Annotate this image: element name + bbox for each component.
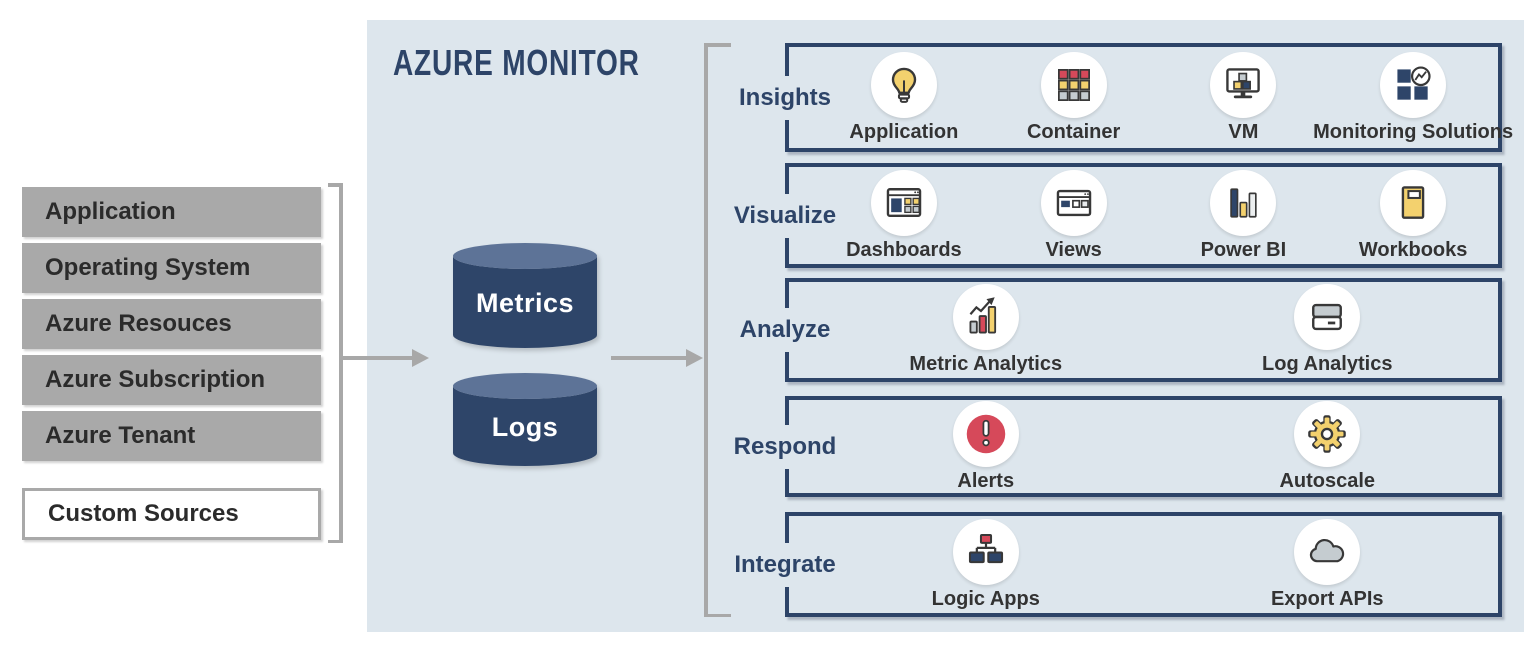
item-logic-apps: Logic Apps [815,518,1157,611]
source-label: Azure Resouces [45,310,232,337]
metric-analytics-chart-icon [969,297,996,334]
row-label-visualize: Visualize [709,193,861,238]
source-label: Azure Tenant [45,422,196,449]
item-export-apis: Export APIs [1157,518,1499,611]
row-analyze: Analyze Metric Analytics [709,278,1502,382]
item-application-insights: Application [819,51,989,144]
lightbulb-icon [891,67,917,103]
item-caption: Export APIs [1270,587,1384,610]
database-cylinder-icon [453,373,597,466]
logs-store: Logs [450,372,600,468]
source-label: Operating System [45,254,251,281]
row-label-respond: Respond [709,424,861,469]
item-caption: Monitoring Solutions [1313,120,1514,143]
source-azure-tenant: Azure Tenant [22,411,321,461]
item-workbooks: Workbooks [1328,169,1498,262]
item-caption: Log Analytics [1262,353,1393,375]
log-analytics-box-icon [1312,303,1343,331]
source-label: Azure Subscription [45,366,266,393]
store-label: Logs [491,411,559,442]
export-apis-cloud-icon [1310,538,1345,562]
item-caption: Container [1026,120,1121,143]
logic-apps-flowchart-icon [968,533,1003,563]
item-vm: VM [1159,51,1329,144]
item-caption: Dashboards [846,238,962,261]
dashboards-window-icon [886,187,922,217]
source-azure-subscription: Azure Subscription [22,355,321,405]
source-application: Application [22,187,321,237]
item-power-bi: Power BI [1159,169,1329,262]
item-caption: Logic Apps [931,587,1040,610]
item-caption: Metric Analytics [909,353,1063,375]
item-caption: VM [1228,120,1259,143]
item-container: Container [989,51,1159,144]
row-label-integrate: Integrate [709,542,861,587]
autoscale-gear-icon [1308,414,1347,453]
row-respond: Respond Alerts [709,396,1502,497]
vm-monitor-icon [1226,67,1261,98]
powerbi-bars-icon [1230,187,1258,218]
item-log-analytics: Log Analytics [1157,284,1499,376]
source-operating-system: Operating System [22,243,321,293]
page-title: AZURE MONITOR [393,42,640,83]
row-label-analyze: Analyze [709,308,861,352]
row-label-insights: Insights [709,75,861,120]
item-caption: Application [849,120,959,143]
source-azure-resources: Azure Resouces [22,299,321,349]
source-label: Application [45,198,176,225]
views-window-icon [1056,189,1091,216]
item-autoscale: Autoscale [1157,400,1499,493]
database-cylinder-icon [453,243,597,348]
workbooks-book-icon [1401,185,1425,219]
item-caption: Alerts [957,469,1015,492]
store-label: Metrics [475,287,575,318]
monitoring-solutions-icon [1397,65,1431,100]
source-label: Custom Sources [48,500,239,527]
item-metric-analytics: Metric Analytics [815,284,1157,376]
item-monitoring-solutions: Monitoring Solutions [1313,51,1513,144]
item-dashboards: Dashboards [819,169,989,262]
metrics-store: Metrics [450,242,600,350]
item-alerts: Alerts [815,400,1157,493]
item-views: Views [989,169,1159,262]
row-visualize: Visualize Dashboards [709,163,1502,268]
item-caption: Power BI [1200,238,1287,261]
item-caption: Views [1045,238,1102,261]
source-custom-sources: Custom Sources [22,488,321,540]
item-caption: Workbooks [1358,238,1468,261]
container-grid-icon [1057,68,1090,101]
row-integrate: Integrate Logic Apps [709,512,1502,617]
alert-exclamation-icon [966,414,1005,453]
row-insights: Insights Application [709,43,1513,152]
item-caption: Autoscale [1279,469,1376,492]
